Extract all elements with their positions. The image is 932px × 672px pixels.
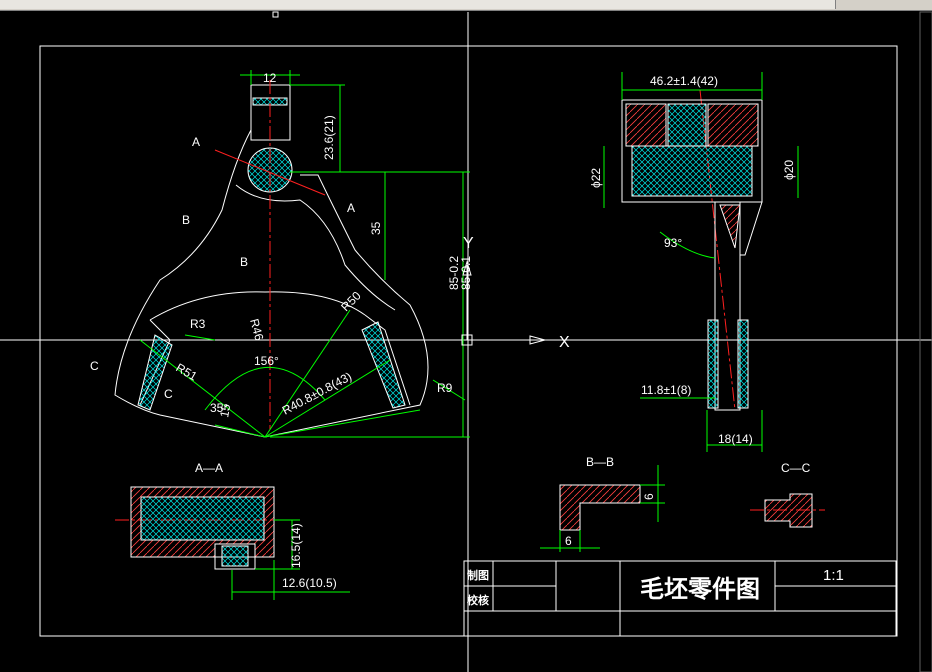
side-top-right-section <box>707 103 759 147</box>
dim-phi20: ϕ20 <box>782 160 796 180</box>
dimension-lines <box>139 70 470 438</box>
dim-156: 156° <box>254 354 279 368</box>
dim-85: 85-0.2 <box>447 256 461 290</box>
dim-46-2: 46.2±1.4(42) <box>650 74 718 88</box>
dim-35deg: 35° <box>210 401 228 415</box>
section-aa-core <box>140 496 265 541</box>
side-slot-section <box>667 103 707 147</box>
section-aa-boss <box>221 545 249 567</box>
dim-12-6: 12.6(10.5) <box>282 576 337 590</box>
side-view <box>621 99 763 411</box>
dim-12: 12 <box>263 71 277 85</box>
side-web-section <box>719 204 741 249</box>
dim-16-5: 16.5(14) <box>289 523 303 568</box>
section-cc-title: C—C <box>781 461 811 475</box>
grip-handle[interactable] <box>272 11 279 18</box>
fork-front-view <box>114 84 429 438</box>
drawn-by-label: 制图 <box>467 568 489 582</box>
dim-18: 18(14) <box>718 432 753 446</box>
viewport-crosshair <box>0 12 932 672</box>
section-bb-profile <box>559 484 641 531</box>
ucs-icon <box>461 260 547 346</box>
section-label-b-left: B <box>182 213 190 227</box>
dim-r3: R3 <box>190 317 206 331</box>
prong-left-section <box>137 334 173 411</box>
dim-6b: 6 <box>642 493 656 500</box>
vertical-scrollbar[interactable] <box>919 11 932 672</box>
dim-r46: R46 <box>247 317 266 342</box>
dim-6a: 6 <box>565 534 572 548</box>
axis-x-label: X <box>559 334 570 351</box>
toolbar-segment[interactable] <box>705 0 836 9</box>
dim-35: 35 <box>369 221 383 235</box>
dim-r408: R40.8±0.8(43) <box>280 369 354 417</box>
side-bore-section <box>631 145 753 197</box>
dim-15: 15 <box>217 403 233 419</box>
axis-y-label: Y <box>463 235 474 252</box>
aa-dimension-lines <box>231 519 350 600</box>
checked-by-label: 校核 <box>467 593 489 607</box>
side-dimension-lines <box>603 72 799 452</box>
section-label-a-top: A <box>192 135 200 149</box>
side-prong-right <box>737 319 749 409</box>
side-prong-left <box>707 319 719 409</box>
scale-label: 1:1 <box>823 567 844 584</box>
side-top-left-section <box>625 103 667 147</box>
section-label-b-right: B <box>240 255 248 269</box>
section-label-a-right: A <box>347 201 355 215</box>
dim-23-6: 23.6(21) <box>322 115 336 160</box>
section-cc-profile <box>764 493 813 528</box>
dim-r51: R51 <box>174 360 200 383</box>
dim-r50: R50 <box>338 288 364 314</box>
section-label-c-right: C <box>164 387 173 401</box>
dim-phi22: ϕ22 <box>589 168 603 188</box>
window-toolbar <box>0 0 932 11</box>
drawing-title: 毛坯零件图 <box>640 575 760 603</box>
dim-85b: 85-0.1 <box>459 256 473 290</box>
dim-11-8: 11.8±1(8) <box>641 383 691 397</box>
prong-right-section <box>361 321 406 409</box>
section-label-c-left: C <box>90 359 99 373</box>
dim-r9: R9 <box>437 381 453 395</box>
bb-dimension-lines <box>540 465 665 552</box>
dim-93: 93° <box>664 236 682 250</box>
section-bb-title: B—B <box>586 455 614 469</box>
section-aa-title: A—A <box>195 461 223 475</box>
title-block <box>463 560 897 637</box>
